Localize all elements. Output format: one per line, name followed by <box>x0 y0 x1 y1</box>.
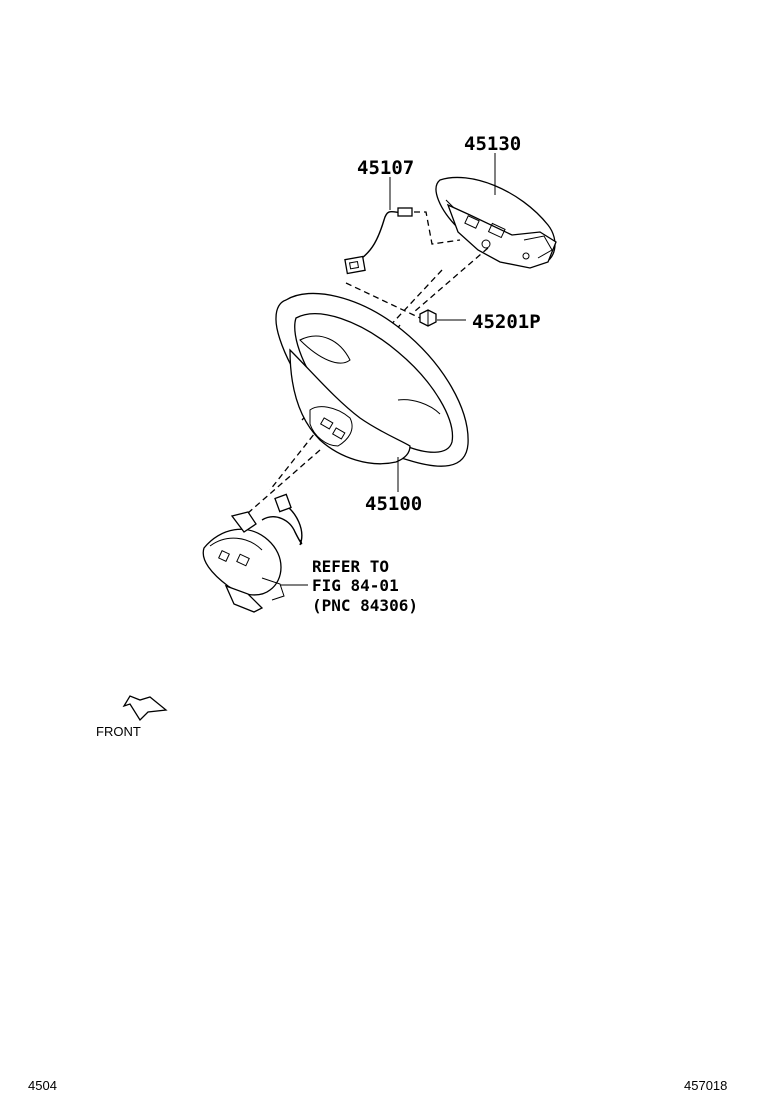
part-number-45130[interactable]: 45130 <box>464 133 521 155</box>
nut-drawing[interactable] <box>419 309 437 327</box>
part-number-45201P[interactable]: 45201P <box>472 311 541 333</box>
steering-wheel-drawing[interactable] <box>275 292 469 467</box>
part-number-45107[interactable]: 45107 <box>357 157 414 179</box>
footer-right-code: 457018 <box>684 1078 727 1093</box>
spiral-cable-drawing[interactable] <box>202 493 303 613</box>
steering-pad-drawing[interactable] <box>435 176 557 269</box>
reference-line-1[interactable]: REFER TO <box>312 557 389 576</box>
part-number-45100[interactable]: 45100 <box>365 493 422 515</box>
front-label: FRONT <box>96 724 141 739</box>
front-arrow-icon <box>122 695 168 722</box>
horn-wire-drawing[interactable] <box>344 207 413 275</box>
reference-line-2[interactable]: FIG 84-01 <box>312 576 399 595</box>
footer-left-code: 4504 <box>28 1078 57 1093</box>
reference-line-3[interactable]: (PNC 84306) <box>312 596 418 615</box>
